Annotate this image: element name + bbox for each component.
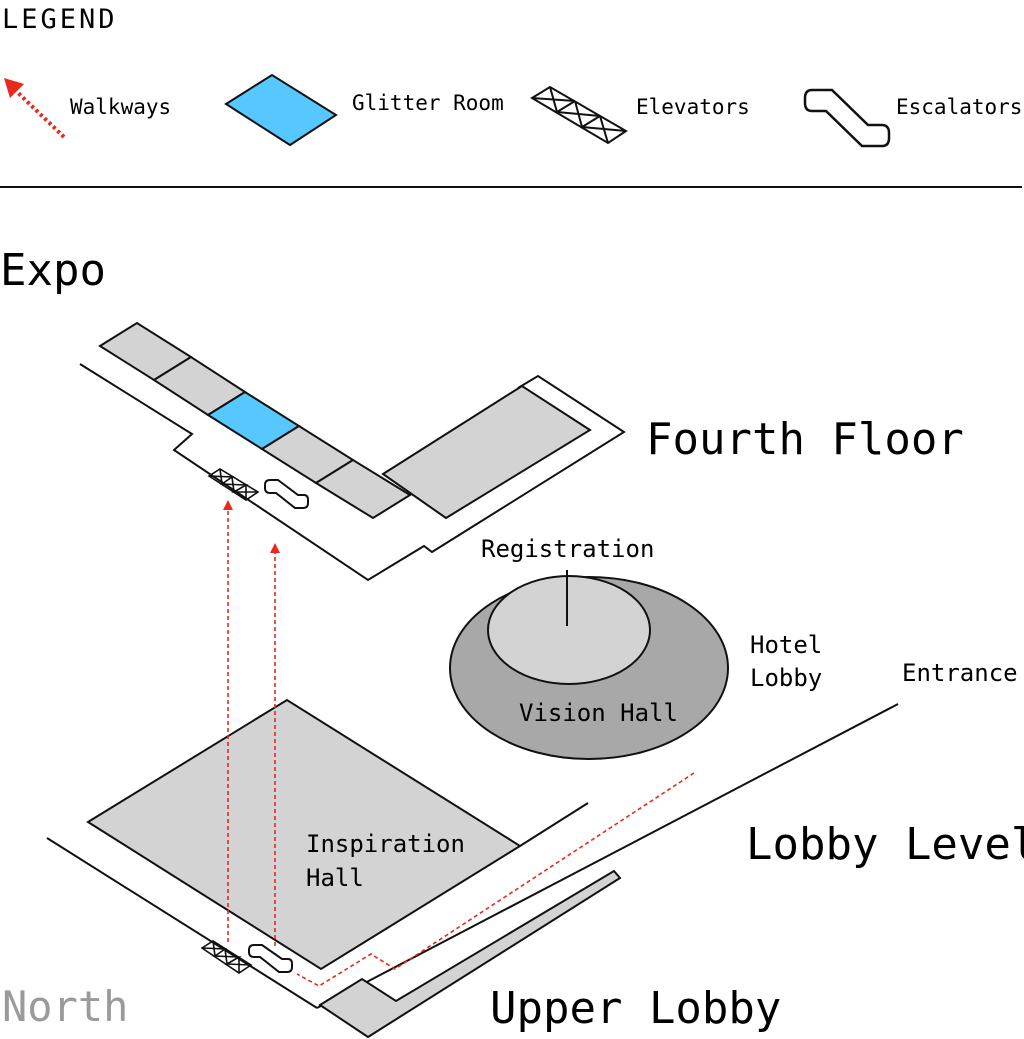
walkway-arrow-icon xyxy=(4,78,66,139)
fourth-floor-room-4 xyxy=(314,458,412,520)
upper-lobby-strip[interactable] xyxy=(318,869,622,1039)
room-label-vision-hall: Vision Hall xyxy=(519,699,678,727)
legend-glitter-room-label: Glitter Room xyxy=(352,91,504,115)
room-label-inspiration-hall-line2: Hall xyxy=(306,864,364,892)
legend-walkways-label: Walkways xyxy=(70,95,171,119)
room-label-hotel-lobby-line1: Hotel xyxy=(750,631,822,659)
lobby-wall-entrance xyxy=(316,703,899,1009)
fourth-floor-elevator-icon[interactable] xyxy=(207,468,260,501)
lobby-escalator-icon[interactable] xyxy=(248,944,293,973)
lobby-wall-west xyxy=(46,837,318,1009)
legend-title: LEGEND xyxy=(2,4,118,35)
escalator-icon xyxy=(803,88,891,148)
room-label-entrance: Entrance xyxy=(902,659,1018,687)
lobby-elevator-icon[interactable] xyxy=(200,940,253,974)
legend-escalators-label: Escalators xyxy=(896,95,1022,119)
lobby-wall-north xyxy=(519,802,589,847)
fourth-floor-outline xyxy=(79,363,626,582)
lobby-level-plan xyxy=(46,698,899,1039)
elevator-icon xyxy=(530,85,628,145)
walkways xyxy=(223,500,695,987)
map-title: Expo xyxy=(0,245,106,296)
registration-area[interactable] xyxy=(487,575,651,685)
legend-elevators-label: Elevators xyxy=(636,95,750,119)
compass-north-label: North xyxy=(2,982,128,1031)
level-label-lobby-level: Lobby Level xyxy=(746,819,1024,870)
level-label-upper-lobby: Upper Lobby xyxy=(490,983,781,1034)
fourth-floor-escalator-icon[interactable] xyxy=(264,479,309,509)
room-label-inspiration-hall-line1: Inspiration xyxy=(306,830,465,858)
legend: LEGEND Walkways Glitter Room Elevators E… xyxy=(2,4,1022,148)
glitter-room-swatch-icon xyxy=(224,73,338,147)
vision-hall-area xyxy=(449,570,729,760)
room-label-hotel-lobby-line2: Lobby xyxy=(750,664,822,692)
level-label-fourth-floor: Fourth Floor xyxy=(646,414,964,465)
fourth-floor-room-5 xyxy=(381,384,592,520)
room-label-registration: Registration xyxy=(481,535,654,563)
walkway-entrance-path xyxy=(296,772,695,987)
fourth-floor-plan xyxy=(79,321,626,582)
